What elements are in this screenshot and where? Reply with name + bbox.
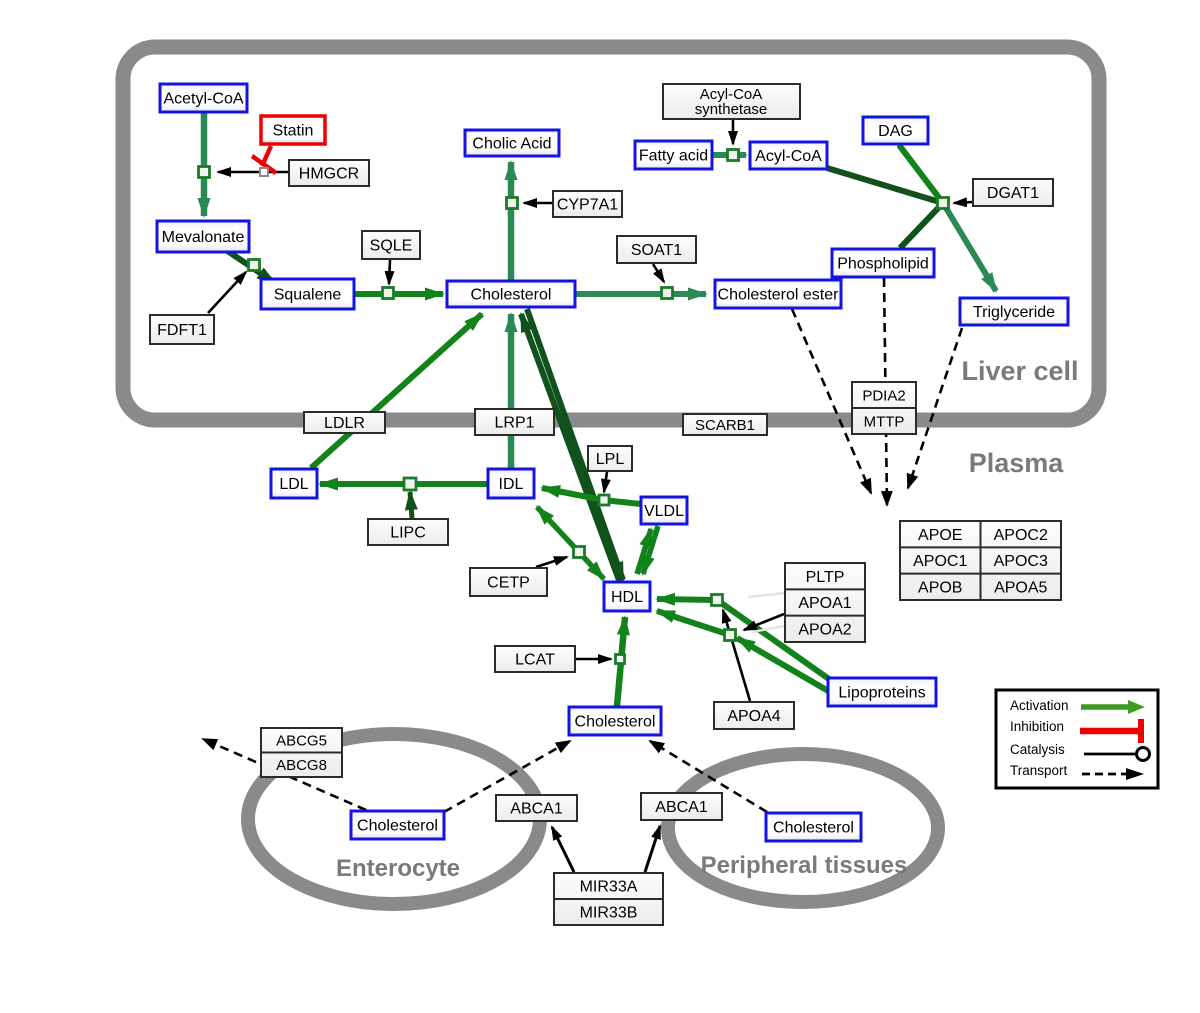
svg-text:PDIA2: PDIA2 — [862, 387, 905, 404]
svg-text:APOA4: APOA4 — [727, 708, 780, 725]
svg-text:CETP: CETP — [487, 575, 530, 592]
svg-text:MTTP: MTTP — [864, 413, 905, 430]
svg-text:synthetase: synthetase — [695, 101, 768, 118]
svg-text:LDLR: LDLR — [324, 415, 365, 432]
svg-text:Cholesterol: Cholesterol — [773, 820, 854, 837]
svg-text:Liver cell: Liver cell — [961, 356, 1078, 386]
svg-text:Cholic Acid: Cholic Acid — [472, 136, 551, 153]
svg-text:Cholesterol: Cholesterol — [471, 287, 552, 304]
svg-text:CYP7A1: CYP7A1 — [557, 197, 618, 214]
svg-text:Plasma: Plasma — [969, 448, 1065, 478]
svg-text:MIR33B: MIR33B — [580, 905, 638, 922]
svg-text:HDL: HDL — [611, 589, 643, 606]
svg-text:ABCA1: ABCA1 — [655, 799, 708, 816]
svg-text:LCAT: LCAT — [515, 652, 555, 669]
svg-text:APOC2: APOC2 — [994, 527, 1048, 544]
svg-text:APOA2: APOA2 — [798, 621, 851, 638]
svg-text:DAG: DAG — [878, 123, 913, 140]
svg-text:ABCG8: ABCG8 — [276, 757, 327, 774]
svg-text:FDFT1: FDFT1 — [157, 322, 207, 339]
svg-text:MIR33A: MIR33A — [580, 879, 638, 896]
svg-text:LDL: LDL — [279, 476, 308, 493]
svg-text:Cholesterol ester: Cholesterol ester — [718, 287, 840, 304]
svg-text:ABCA1: ABCA1 — [510, 801, 563, 818]
svg-text:LRP1: LRP1 — [494, 415, 534, 432]
svg-text:Triglyceride: Triglyceride — [973, 304, 1055, 321]
svg-text:Enterocyte: Enterocyte — [336, 855, 460, 882]
svg-text:Fatty acid: Fatty acid — [639, 148, 708, 165]
svg-text:SQLE: SQLE — [370, 238, 413, 255]
svg-text:APOB: APOB — [918, 579, 962, 596]
svg-text:APOC1: APOC1 — [913, 553, 967, 570]
svg-text:APOE: APOE — [918, 527, 962, 544]
svg-text:Statin: Statin — [273, 123, 314, 140]
svg-text:Acyl-CoA: Acyl-CoA — [700, 86, 763, 103]
svg-text:PLTP: PLTP — [806, 569, 845, 586]
svg-text:HMGCR: HMGCR — [299, 166, 359, 183]
svg-text:APOA1: APOA1 — [798, 595, 851, 612]
svg-text:Peripheral tissues: Peripheral tissues — [701, 852, 908, 879]
svg-text:Cholesterol: Cholesterol — [575, 714, 656, 731]
svg-text:APOA5: APOA5 — [994, 579, 1047, 596]
svg-text:IDL: IDL — [499, 476, 524, 493]
svg-text:Activation: Activation — [1010, 698, 1069, 713]
svg-text:Mevalonate: Mevalonate — [162, 229, 245, 246]
svg-text:Catalysis: Catalysis — [1010, 742, 1065, 757]
svg-text:Transport: Transport — [1010, 763, 1068, 778]
svg-text:APOC3: APOC3 — [994, 553, 1048, 570]
svg-text:Inhibition: Inhibition — [1010, 719, 1064, 734]
svg-text:Acyl-CoA: Acyl-CoA — [755, 148, 822, 165]
svg-text:DGAT1: DGAT1 — [987, 185, 1039, 202]
svg-text:SCARB1: SCARB1 — [695, 417, 755, 434]
svg-text:LIPC: LIPC — [390, 525, 426, 542]
svg-text:ABCG5: ABCG5 — [276, 733, 327, 750]
svg-text:Cholesterol: Cholesterol — [357, 818, 438, 835]
svg-text:VLDL: VLDL — [644, 503, 684, 520]
svg-text:Lipoproteins: Lipoproteins — [838, 685, 925, 702]
svg-text:Squalene: Squalene — [274, 287, 342, 304]
svg-text:LPL: LPL — [596, 451, 625, 468]
svg-text:Phospholipid: Phospholipid — [837, 256, 929, 273]
svg-text:Acetyl-CoA: Acetyl-CoA — [163, 91, 243, 108]
svg-text:SOAT1: SOAT1 — [631, 242, 682, 259]
